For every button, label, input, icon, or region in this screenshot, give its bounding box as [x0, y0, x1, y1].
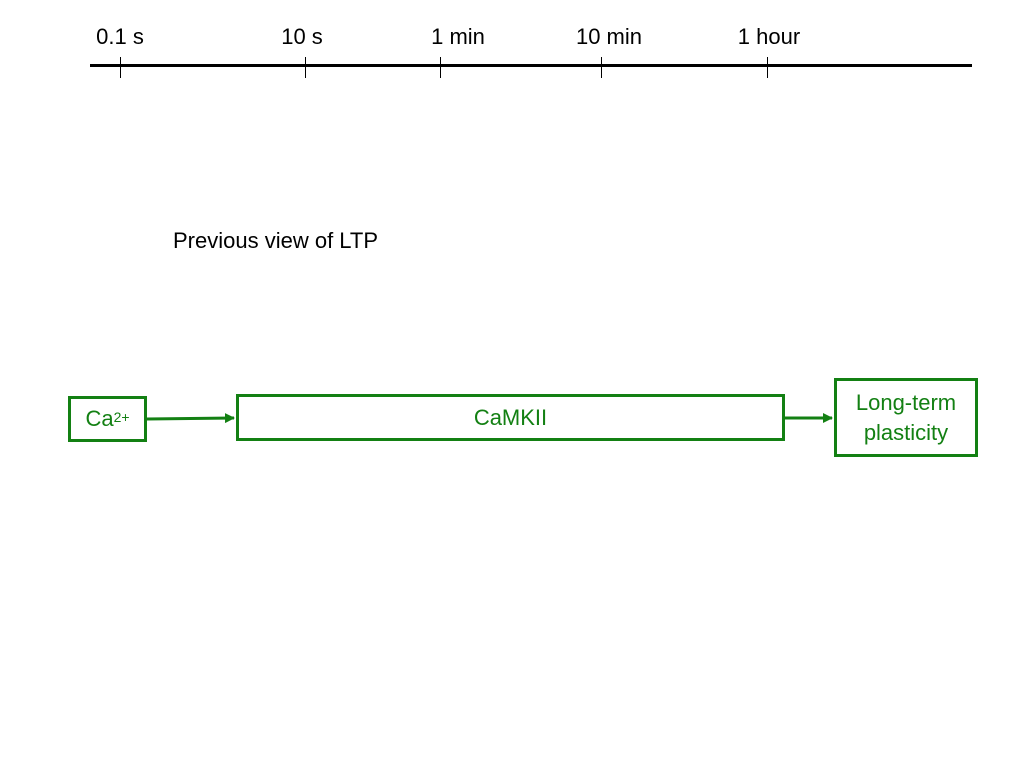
subtitle: Previous view of LTP — [173, 228, 379, 253]
camkii-box: CaMKII — [236, 394, 785, 441]
camkii-label: CaMKII — [473, 405, 548, 430]
tick-mark — [767, 57, 768, 78]
tick-label: 10 min — [575, 24, 643, 49]
tick-label: 1 hour — [737, 24, 801, 49]
timeline-axis — [90, 64, 972, 67]
calcium-label: Ca — [85, 406, 114, 431]
tick-mark — [440, 57, 441, 78]
tick-label: 0.1 s — [96, 24, 144, 49]
arrow-ca-to-camkii — [146, 413, 235, 424]
ltp-label-line1: Long-term — [855, 389, 957, 415]
calcium-superscript: 2+ — [113, 409, 130, 425]
tick-label: 10 s — [281, 24, 323, 49]
long-term-plasticity-box: Long-term plasticity — [834, 378, 978, 457]
tick-mark — [120, 57, 121, 78]
tick-mark — [601, 57, 602, 78]
tick-label: 1 min — [431, 24, 485, 49]
tick-mark — [305, 57, 306, 78]
ltp-label-line2: plasticity — [863, 419, 949, 445]
